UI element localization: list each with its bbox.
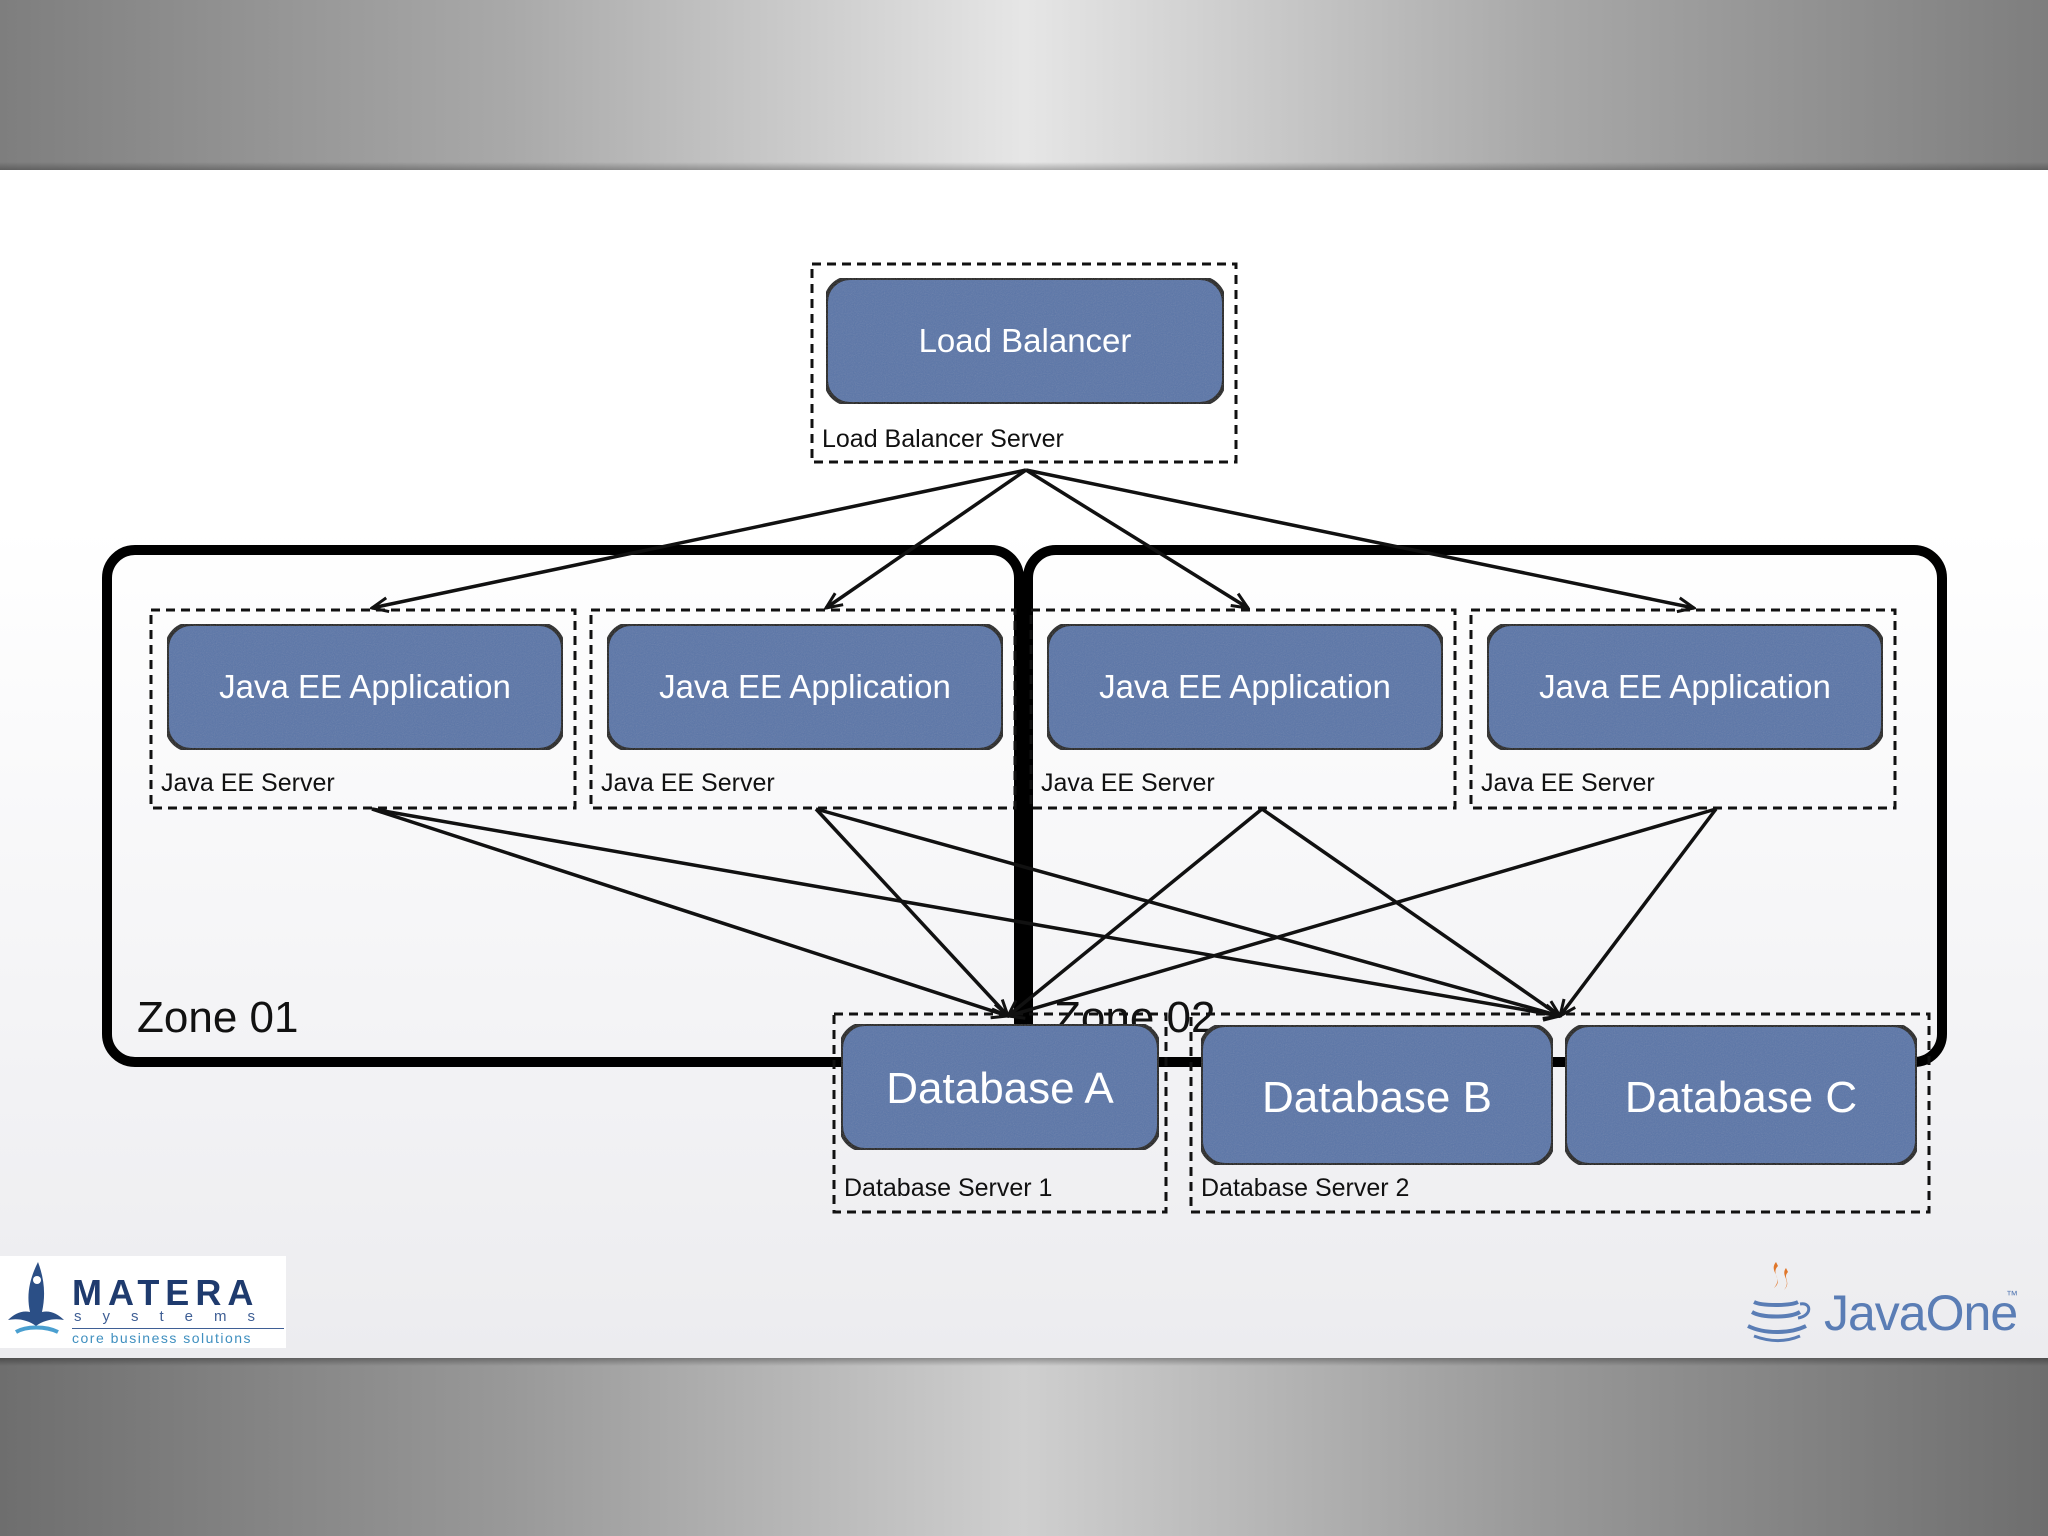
java-ee-server-label: Java EE Server <box>1481 769 1655 797</box>
connector-app-to-db <box>814 807 1008 1016</box>
java-cup-icon <box>1747 1262 1811 1342</box>
matera-mark-icon <box>8 1262 64 1334</box>
connectors-layer <box>371 468 1718 1016</box>
java-ee-application-node: Java EE Application <box>605 622 1005 752</box>
connector-app-to-db <box>1261 807 1560 1016</box>
java-ee-server-box <box>1029 608 1457 810</box>
java-ee-server-label: Java EE Server <box>161 769 335 797</box>
connector-lb-to-app <box>372 468 1027 608</box>
java-ee-application-node: Java EE Application <box>1485 622 1885 752</box>
database-a-label: Database A <box>886 1064 1114 1113</box>
javaone-trademark: ™ <box>2006 1288 2018 1302</box>
connector-app-to-db <box>815 807 1560 1016</box>
java-ee-application-label: Java EE Application <box>1099 668 1391 705</box>
java-ee-server-box <box>149 608 577 810</box>
database-a-node: Database A <box>839 1022 1161 1152</box>
connector-lb-to-app <box>826 468 1027 608</box>
connector-app-to-db <box>1008 807 1264 1016</box>
java-ee-application-label: Java EE Application <box>1539 668 1831 705</box>
connector-lb-to-app <box>1025 468 1248 608</box>
javaone-wordmark: JavaOne <box>1824 1285 2018 1341</box>
java-ee-application-node: Java EE Application <box>165 622 565 752</box>
architecture-diagram: Zone 01 Zone 02 Load Balancer Server Jav… <box>102 262 1947 1214</box>
load-balancer-server-box <box>810 262 1238 464</box>
database-server-1-label: Database Server 1 <box>844 1174 1052 1202</box>
matera-wordmark: MATERA <box>72 1272 260 1313</box>
zone-01-container <box>102 545 1024 1067</box>
slide-canvas: Zone 01 Zone 02 Load Balancer Server Jav… <box>0 170 2048 1358</box>
nodes-layer: Load Balancer Java EE Application Java E… <box>165 276 1919 1167</box>
java-ee-server-box <box>589 608 1017 810</box>
zone-01-label: Zone 01 <box>137 993 298 1042</box>
database-c-node: Database C <box>1563 1023 1919 1167</box>
server-labels-layer: Load Balancer Server Java EE Server Java… <box>161 425 1655 1202</box>
connector-app-to-db <box>371 807 1008 1016</box>
top-band <box>0 0 2048 170</box>
java-ee-application-label: Java EE Application <box>659 668 951 705</box>
connector-app-to-db <box>1008 807 1717 1016</box>
java-ee-application-node: Java EE Application <box>1045 622 1445 752</box>
java-ee-server-label: Java EE Server <box>1041 769 1215 797</box>
connector-app-to-db <box>1560 807 1718 1016</box>
load-balancer-server-label: Load Balancer Server <box>822 425 1064 453</box>
java-ee-application-label: Java EE Application <box>219 668 511 705</box>
matera-logo: MATERA systems core business solutions <box>0 1256 286 1348</box>
javaone-logo: JavaOne ™ <box>1740 1258 2030 1348</box>
load-balancer-label: Load Balancer <box>919 322 1132 359</box>
matera-tagline: core business solutions <box>72 1330 253 1346</box>
database-c-label: Database C <box>1625 1073 1857 1122</box>
database-b-node: Database B <box>1199 1023 1555 1167</box>
database-server-2-label: Database Server 2 <box>1201 1174 1409 1202</box>
connector-lb-to-app <box>1025 468 1694 608</box>
load-balancer-node: Load Balancer <box>824 276 1226 406</box>
database-b-label: Database B <box>1262 1073 1492 1122</box>
bottom-band <box>0 1358 2048 1536</box>
matera-divider <box>72 1328 284 1329</box>
java-ee-server-label: Java EE Server <box>601 769 775 797</box>
connector-app-to-db <box>371 807 1560 1016</box>
matera-sub-wordmark: systems <box>74 1308 277 1325</box>
